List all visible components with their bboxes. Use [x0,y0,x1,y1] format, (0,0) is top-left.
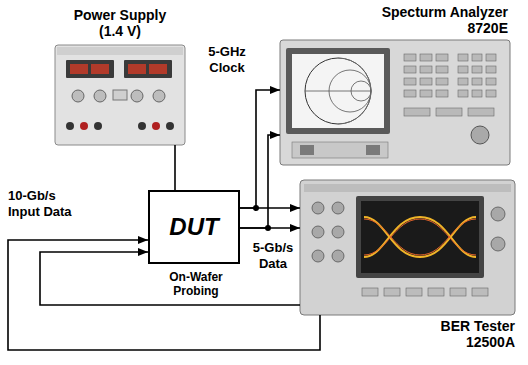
knob [72,90,84,102]
instrument-label: Specturm Analyzer 8720E [358,4,508,36]
switch [113,90,127,100]
analyzer-node: Specturm Analyzer 8720E [280,40,510,165]
signal-label: 5-GHz Clock [202,44,252,76]
ber-tester-illustration [300,180,515,315]
display-digits [70,64,88,74]
ber-tester-node: BER Tester 12500A [300,180,515,315]
signal-wire [240,135,280,228]
power-supply-body [55,45,185,145]
knob [94,90,106,102]
signal-label: 5-Gb/s Data [248,240,298,272]
power-supply-node: Power Supply (1.4 V) [55,45,185,145]
analyzer-illustration [280,40,510,165]
port [300,145,314,155]
terminal [66,122,74,130]
knob [131,90,143,102]
terminal [166,122,174,130]
terminal [152,122,160,130]
instrument-label: BER Tester 12500A [425,318,515,350]
screen [292,54,384,128]
signal-label: 10-Gb/s Input Data [8,188,90,220]
instrument-label: Power Supply (1.4 V) [65,7,175,39]
instrument-label: On-Wafer Probing [156,270,236,298]
terminal [80,122,88,130]
terminal [94,122,102,130]
analyzer-body [280,40,510,165]
smith-chart [338,58,371,124]
signal-wire [174,145,176,190]
smith-chart [305,91,371,92]
port [366,145,380,155]
screen-bezel [286,48,390,134]
ber-body [300,180,515,315]
signal-wire [240,90,280,208]
power-supply-illustration [55,45,185,145]
terminal [138,122,146,130]
power-supply-display [66,60,114,78]
power-supply-display [124,60,172,78]
dut-box: DUTOn-Wafer Probing [148,190,240,264]
junction-dot [253,205,259,211]
keypad [404,54,496,116]
eye-diagram [364,217,476,257]
smith-chart [305,58,371,124]
knob [471,126,489,144]
junction-dot [265,225,271,231]
knobs [312,202,505,262]
knob [153,90,165,102]
ber-top [304,184,511,192]
screen [361,201,479,273]
display-digits [149,64,167,74]
display-digits [128,64,146,74]
buttons [362,288,488,296]
port-panel [292,142,388,158]
power-supply-top [57,47,183,55]
screen-bezel [356,196,484,278]
display-digits [91,64,109,74]
node-title: DUT [150,192,238,262]
signal-wire [240,207,300,209]
